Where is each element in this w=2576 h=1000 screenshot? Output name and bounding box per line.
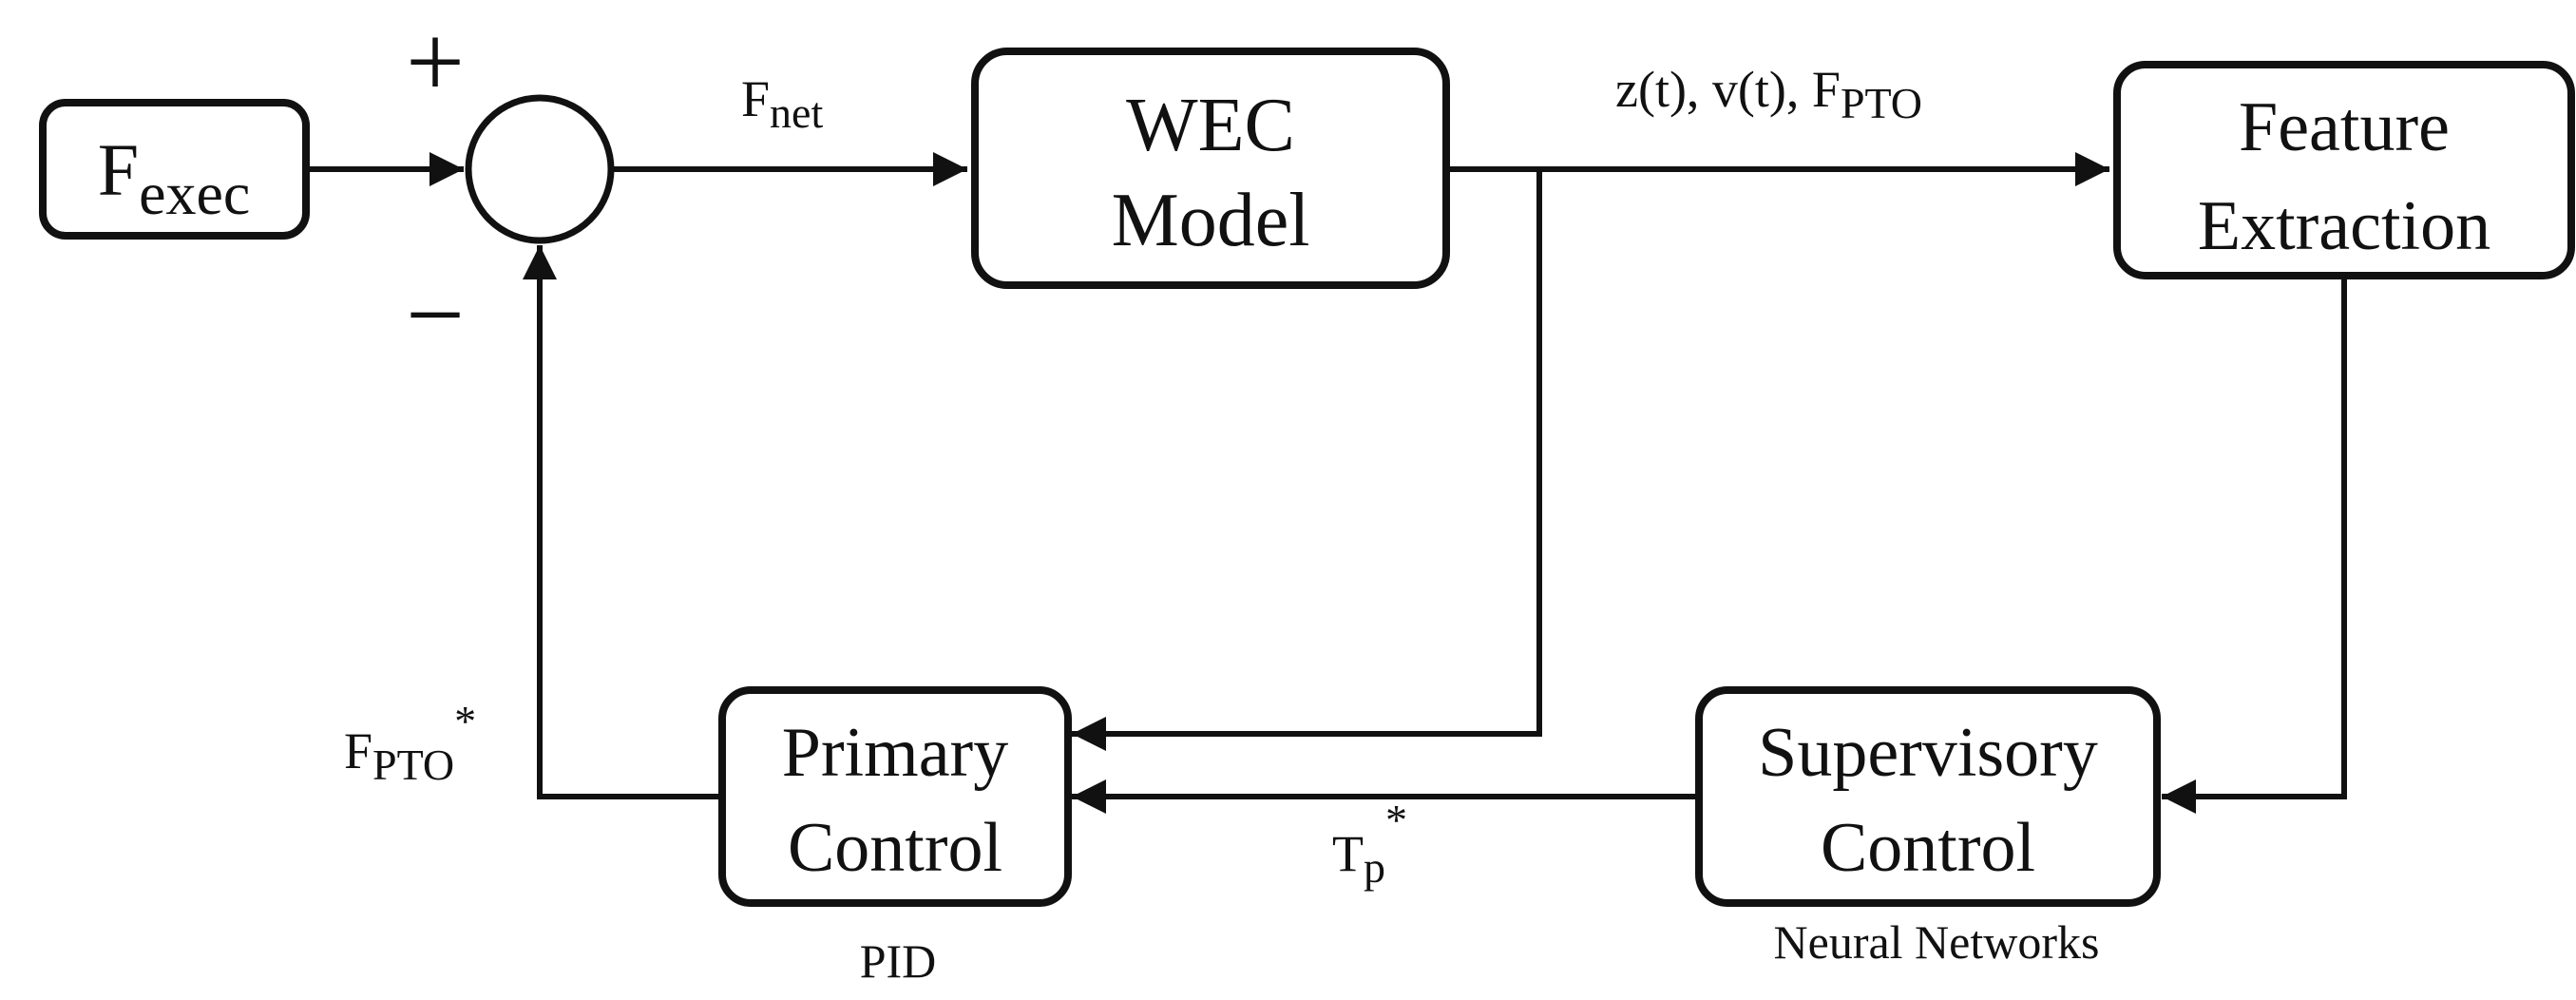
plus-sign: + bbox=[406, 4, 465, 120]
signal-f-net: Fnet bbox=[741, 70, 823, 137]
primary-control-line1: Primary bbox=[782, 714, 1008, 792]
outputs-sub: PTO bbox=[1841, 79, 1922, 127]
f-pto-ref-sup: * bbox=[454, 697, 476, 745]
block-wec-model: WEC Model bbox=[971, 48, 1450, 289]
block-feature-extraction: Feature Extraction bbox=[2113, 61, 2575, 279]
tp-ref-sup: * bbox=[1385, 796, 1407, 844]
tp-ref-main: T bbox=[1332, 825, 1364, 882]
f-net-sub: net bbox=[770, 88, 823, 137]
wec-model-line2: Model bbox=[1112, 179, 1310, 262]
feature-extraction-line2: Extraction bbox=[2198, 187, 2490, 265]
feature-extraction-line1: Feature bbox=[2239, 88, 2450, 166]
signal-f-pto-ref: FPTO* bbox=[344, 697, 476, 789]
f-exec-main: F bbox=[98, 128, 139, 211]
signal-tp-ref: Tp* bbox=[1332, 796, 1407, 892]
minus-sign: − bbox=[406, 257, 465, 373]
block-supervisory-control: Supervisory Control bbox=[1695, 686, 2161, 907]
f-net-main: F bbox=[741, 70, 770, 127]
block-primary-control: Primary Control bbox=[718, 686, 1072, 907]
summing-junction bbox=[465, 94, 615, 244]
f-exec-sub: exec bbox=[139, 160, 250, 227]
f-pto-ref-main: F bbox=[344, 722, 372, 779]
primary-control-line2: Control bbox=[788, 809, 1002, 887]
block-f-exec: Fexec bbox=[39, 99, 310, 240]
supervisory-control-line2: Control bbox=[1821, 809, 2035, 887]
signal-wec-outputs: z(t), v(t), FPTO bbox=[1615, 61, 1922, 127]
f-pto-ref-sub: PTO bbox=[372, 740, 454, 789]
wire-wec-to-primary bbox=[1072, 169, 1542, 751]
wire-feature-to-supervisory bbox=[2162, 276, 2347, 814]
svg-text:Fexec: Fexec bbox=[98, 128, 251, 227]
supervisory-control-line1: Supervisory bbox=[1758, 714, 2098, 792]
supervisory-control-caption: Neural Networks bbox=[1774, 915, 2100, 969]
primary-control-caption: PID bbox=[860, 934, 937, 988]
tp-ref-sub: p bbox=[1364, 843, 1385, 892]
wec-model-line1: WEC bbox=[1126, 84, 1295, 167]
outputs-prefix: z(t), v(t), F bbox=[1615, 61, 1841, 118]
wire-primary-to-sum bbox=[523, 245, 722, 799]
